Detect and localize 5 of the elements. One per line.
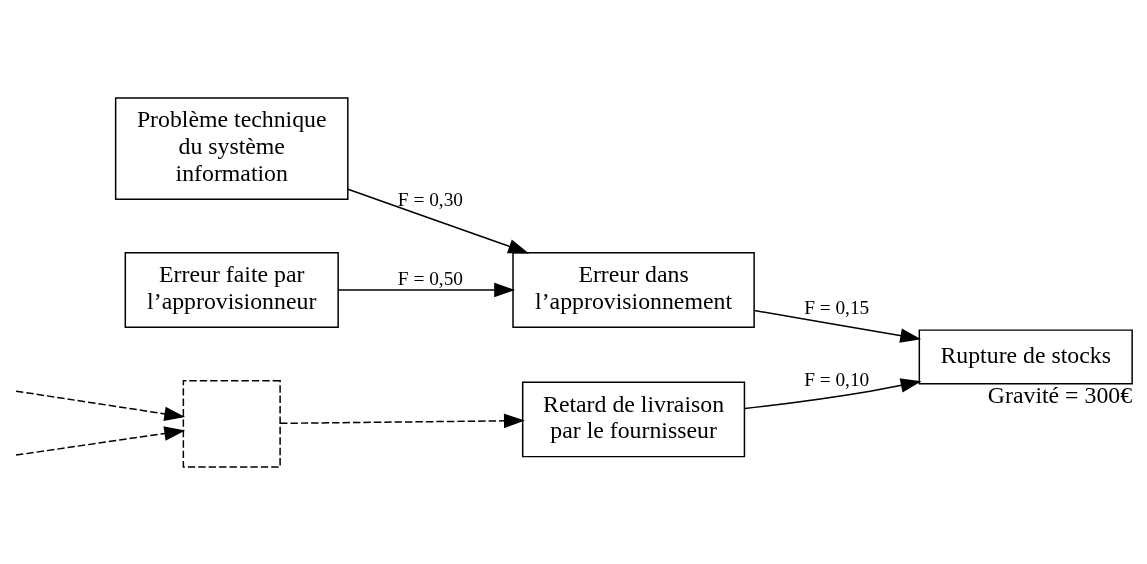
edge-label: F = 0,15	[804, 296, 870, 318]
edge-label: F = 0,30	[397, 188, 463, 210]
edge-label: F = 0,10	[804, 368, 870, 390]
edge-label: F = 0,50	[397, 267, 463, 289]
node-label: Gravité = 300€	[987, 381, 1133, 408]
